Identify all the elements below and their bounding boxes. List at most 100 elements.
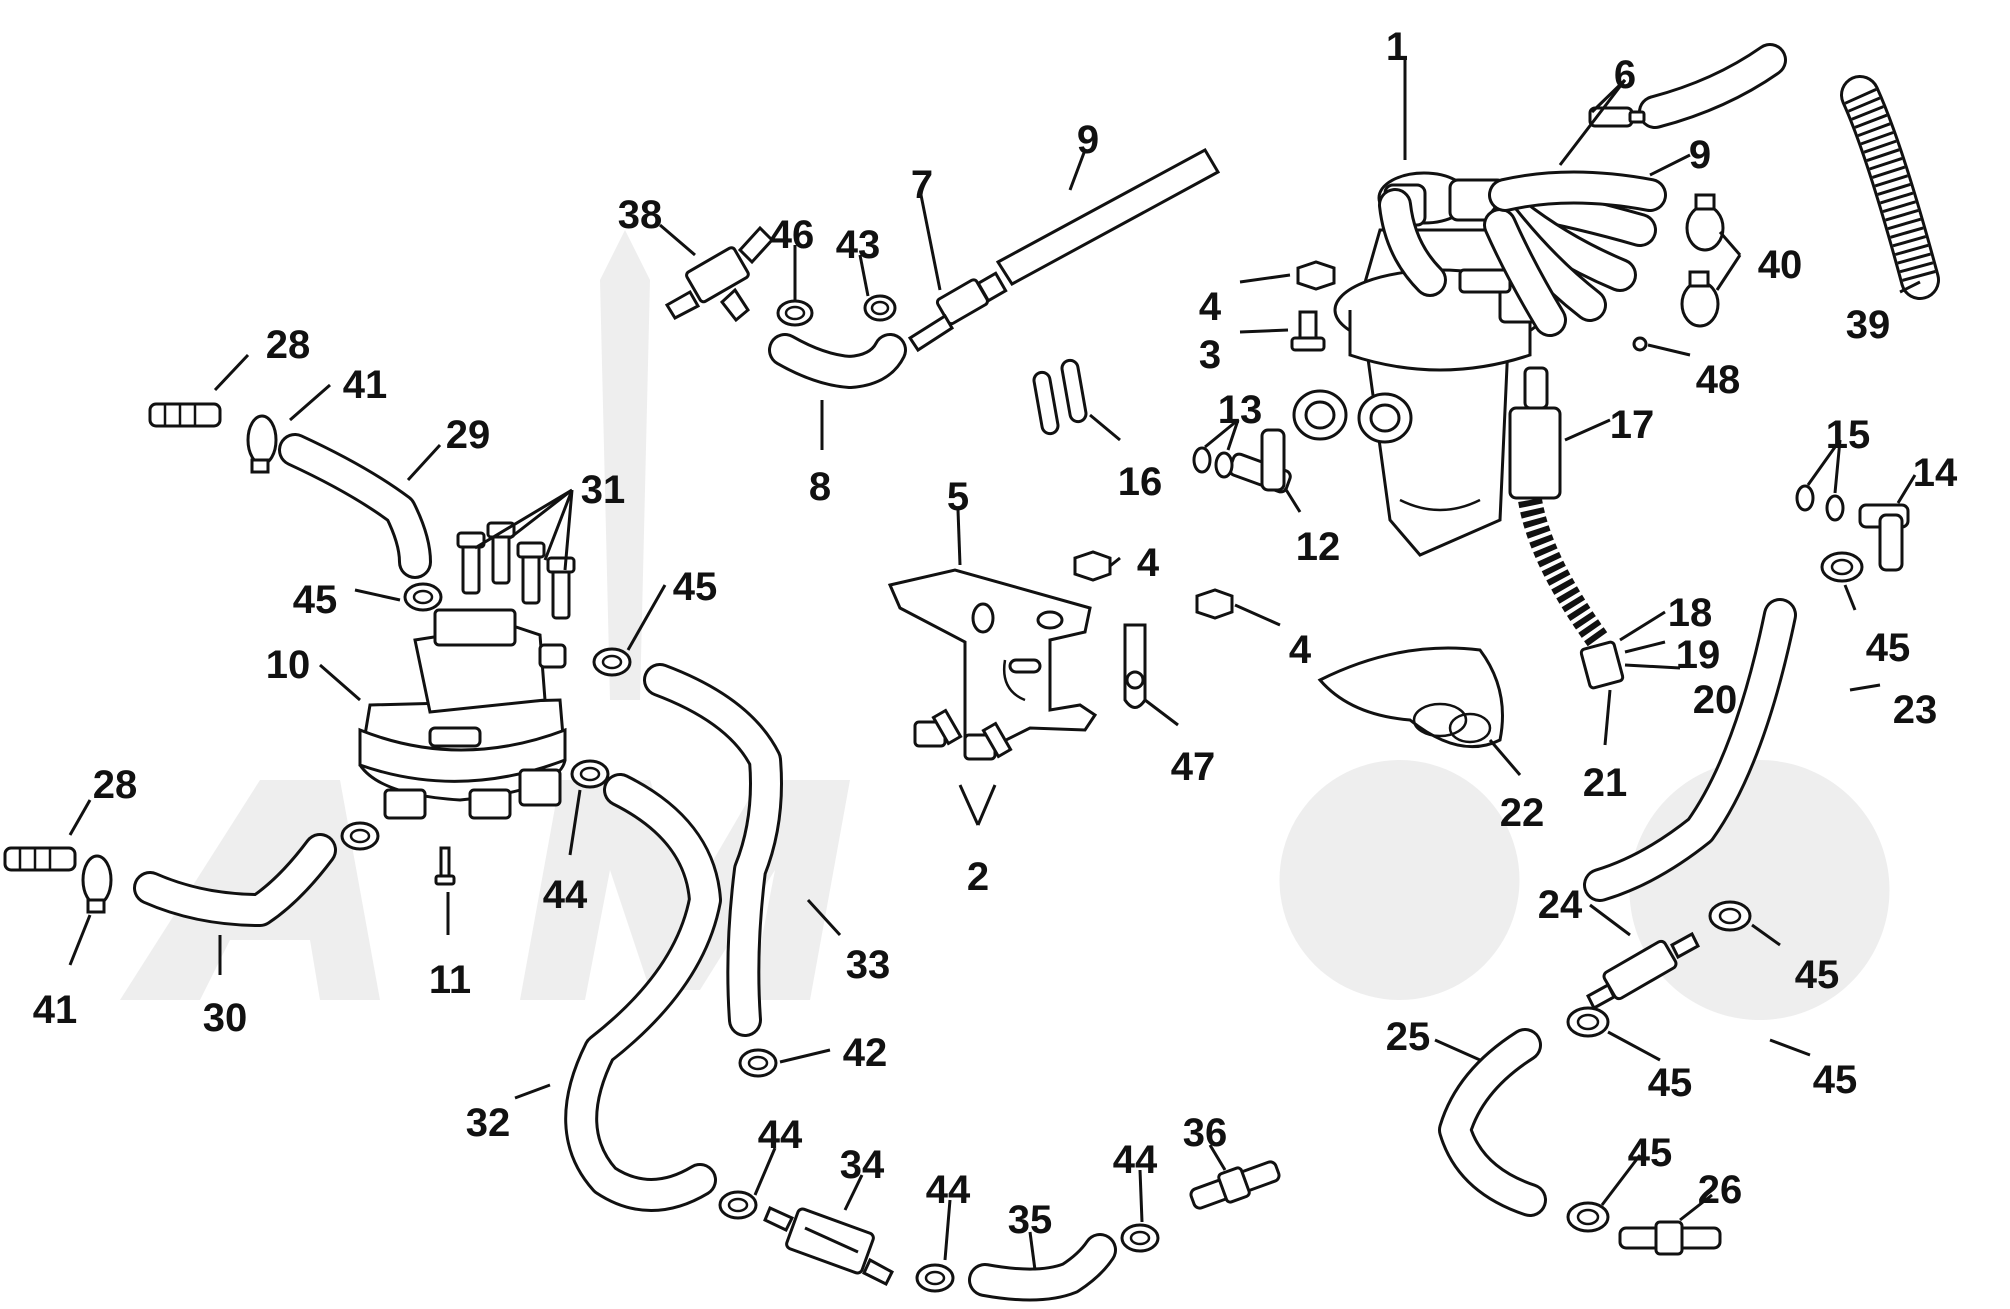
callout-21: 21 <box>1583 689 1627 805</box>
callout-number: 30 <box>203 996 248 1040</box>
hose-29 <box>278 433 432 579</box>
callout-17: 17 <box>1564 403 1654 447</box>
callout-number: 40 <box>1758 243 1803 287</box>
clamp-44-c <box>915 1263 955 1293</box>
clamp-45-e <box>1708 900 1752 932</box>
clamp-42 <box>738 1048 778 1078</box>
leader-line <box>509 488 573 540</box>
callout-44: 44 <box>1113 1138 1158 1223</box>
callout-45: 45 <box>1607 1030 1693 1105</box>
callout-5: 5 <box>947 475 969 566</box>
callout-41: 41 <box>33 914 92 1032</box>
callout-number: 39 <box>1846 303 1891 347</box>
callout-number: 28 <box>93 763 138 807</box>
callout-47: 47 <box>1144 698 1215 789</box>
callout-45: 45 <box>1843 584 1911 670</box>
callout-39: 39 <box>1846 280 1921 347</box>
filter-24 <box>1586 931 1700 1011</box>
callout-number: 41 <box>33 988 78 1032</box>
callout-number: 13 <box>1218 388 1263 432</box>
leader-line <box>1089 413 1121 442</box>
callout-number: 31 <box>581 468 626 512</box>
leader-line <box>1283 487 1302 513</box>
callout-28: 28 <box>213 323 310 392</box>
hose-35 <box>968 1233 1117 1302</box>
callout-number: 44 <box>926 1168 971 1212</box>
callout-9: 9 <box>1068 118 1099 191</box>
leader-line <box>1624 663 1681 670</box>
callout-3: 3 <box>1199 328 1289 377</box>
leader-line <box>68 799 92 836</box>
fitting-28-lower <box>3 846 77 872</box>
bolt-3 <box>1290 310 1326 352</box>
clamp-45-b <box>592 647 632 677</box>
leader-line <box>1619 610 1666 642</box>
leader-line <box>1434 1038 1481 1062</box>
clip-47 <box>1123 623 1147 709</box>
leader-line <box>1589 903 1631 937</box>
clamp-44-d <box>1120 1223 1160 1253</box>
clamp-46 <box>776 299 814 327</box>
callout-46: 46 <box>770 213 814 300</box>
callout-15: 15 <box>1806 413 1871 494</box>
callout-20: 20 <box>1624 663 1737 722</box>
nut-4-right <box>1195 588 1234 620</box>
callout-7: 7 <box>911 163 942 291</box>
callout-number: 45 <box>673 565 718 609</box>
callout-41: 41 <box>289 363 387 422</box>
leader-line <box>1138 1169 1144 1223</box>
hose-33 <box>643 663 783 1037</box>
callout-number: 45 <box>1628 1131 1673 1175</box>
callout-number: 45 <box>1648 1061 1693 1105</box>
hose-30 <box>133 833 337 927</box>
callout-45: 45 <box>1751 923 1839 997</box>
vent-hoses <box>1378 170 1667 337</box>
callout-2: 2 <box>958 784 997 899</box>
callout-45: 45 <box>293 578 401 622</box>
clamp-45-g <box>1566 1201 1610 1233</box>
callout-24: 24 <box>1538 883 1631 937</box>
leader-line <box>406 443 442 482</box>
leader-line <box>1896 474 1917 504</box>
callout-45: 45 <box>1600 1131 1673 1206</box>
elbow-fitting-12 <box>1192 428 1292 494</box>
callout-number: 24 <box>1538 883 1583 927</box>
leader-line <box>1649 153 1691 177</box>
callout-6: 6 <box>1558 53 1636 166</box>
leader-line <box>1679 1193 1713 1222</box>
callout-number: 3 <box>1199 333 1221 377</box>
screw-11 <box>434 846 456 886</box>
leader-line <box>976 784 997 826</box>
leader-line <box>474 488 573 550</box>
callout-number: 10 <box>266 643 311 687</box>
braided-sleeve <box>1840 75 1940 300</box>
callout-number: 29 <box>446 413 491 457</box>
leader-line <box>806 898 842 937</box>
callout-number: 35 <box>1008 1198 1053 1242</box>
leader-line <box>1208 1144 1227 1171</box>
fitting-7 <box>907 271 1008 353</box>
leader-line <box>753 1147 777 1196</box>
leader-line <box>1624 640 1666 654</box>
leader-line <box>1607 1030 1661 1062</box>
clamps-40 <box>1680 193 1725 328</box>
callout-number: 15 <box>1826 413 1871 457</box>
callout-number: 44 <box>1113 1138 1158 1182</box>
callout-number: 4 <box>1289 628 1312 672</box>
leader-line <box>543 489 574 561</box>
clamp-45-f <box>1566 1006 1610 1038</box>
leader-line <box>563 489 574 571</box>
callout-number: 23 <box>1893 688 1938 732</box>
callout-14: 14 <box>1896 451 1958 504</box>
hose-32 <box>564 773 722 1212</box>
callout-number: 38 <box>618 193 663 237</box>
callout-number: 45 <box>1866 626 1911 670</box>
callout-36: 36 <box>1183 1111 1227 1171</box>
bracket-5 <box>887 568 1098 750</box>
leader-line <box>843 1174 864 1211</box>
hose-8 <box>768 333 907 389</box>
leader-line <box>1239 328 1289 334</box>
callout-number: 8 <box>809 465 831 509</box>
callout-18: 18 <box>1619 591 1712 642</box>
